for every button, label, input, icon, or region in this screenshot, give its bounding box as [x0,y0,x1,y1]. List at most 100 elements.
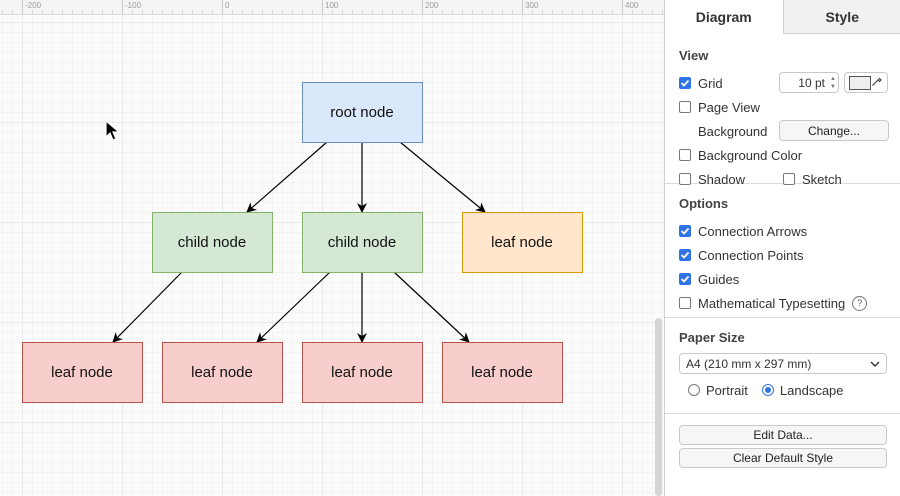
clear-default-style-button[interactable]: Clear Default Style [679,448,887,468]
background-label: Background [698,123,768,139]
node-shape[interactable] [302,212,423,273]
tab-style[interactable]: Style [782,0,900,34]
ruler-minor-tick [572,10,573,14]
ruler-minor-tick [402,10,403,14]
ruler-tick: 200 [422,0,438,14]
node-shape[interactable] [302,82,423,143]
diagram-node-leaf3[interactable]: leaf node [302,342,423,403]
node-label: leaf node [471,364,533,381]
ruler-minor-tick [352,10,353,14]
connection-arrows-label: Connection Arrows [698,223,808,239]
grid-size-spinner[interactable]: ▲▼ [830,75,836,90]
ruler-minor-tick [272,10,273,14]
diagram-node-root[interactable]: root node [302,82,423,143]
ruler-minor-tick [102,10,103,14]
chevron-down-icon [870,357,880,371]
ruler-minor-tick [452,10,453,14]
edit-data-button[interactable]: Edit Data... [679,425,887,445]
paper-size-select[interactable]: A4 (210 mm x 297 mm) [679,353,887,374]
page-view-label: Page View [698,99,760,115]
ruler-minor-tick [332,10,333,14]
ruler-minor-tick [412,10,413,14]
background-color-label: Background Color [698,147,803,163]
ruler-minor-tick [602,10,603,14]
ruler-minor-tick [32,10,33,14]
grid-checkbox[interactable] [679,77,691,89]
connection-points-checkbox[interactable] [679,249,691,261]
ruler-tick: -200 [22,0,41,14]
ruler-minor-tick [162,10,163,14]
mouse-pointer-icon [105,119,121,147]
ruler-minor-tick [62,10,63,14]
eyedropper-icon [871,75,883,90]
ruler-minor-tick [362,10,363,14]
diagram-node-leafTop[interactable]: leaf node [462,212,583,273]
portrait-radio[interactable] [688,384,700,396]
ruler-minor-tick [502,10,503,14]
grid-size-value: 10 pt [798,75,825,90]
diagram-node-child2[interactable]: child node [302,212,423,273]
ruler-minor-tick [512,10,513,14]
options-section: Options Connection Arrows Connection Poi… [665,184,900,318]
background-color-checkbox[interactable] [679,149,691,161]
options-title: Options [679,196,729,211]
change-background-button[interactable]: Change... [779,120,889,141]
landscape-radio[interactable] [761,384,774,396]
view-title: View [679,48,709,63]
page-view-checkbox[interactable] [679,101,691,113]
edge-child1-leaf1[interactable] [112,271,183,343]
ruler-minor-tick [242,10,243,14]
ruler-minor-tick [312,10,313,14]
edge-child2-leaf4[interactable] [393,271,470,343]
ruler-minor-tick [472,10,473,14]
help-icon[interactable]: ? [852,295,868,311]
node-shape[interactable] [302,342,423,403]
connection-arrows-checkbox[interactable] [679,225,691,237]
node-shape[interactable] [462,212,583,273]
sketch-checkbox[interactable] [783,173,795,185]
ruler-minor-tick [142,10,143,14]
tab-diagram[interactable]: Diagram [665,0,783,34]
paper-size-value: A4 (210 mm x 297 mm) [686,356,812,371]
diagram-node-leaf1[interactable]: leaf node [22,342,143,403]
edge-root-child1[interactable] [246,141,328,213]
edge-child2-leaf2[interactable] [256,271,331,343]
ruler-minor-tick [112,10,113,14]
grid-color-swatch [849,75,871,90]
math-typesetting-label: Mathematical Typesetting [698,295,846,311]
ruler-minor-tick [552,10,553,14]
ruler-minor-tick [152,10,153,14]
guides-checkbox[interactable] [679,273,691,285]
ruler-minor-tick [232,10,233,14]
shadow-checkbox[interactable] [679,173,691,185]
landscape-label: Landscape [779,382,844,398]
diagram-node-leaf2[interactable]: leaf node [162,342,283,403]
node-shape[interactable] [162,342,283,403]
node-shape[interactable] [152,212,273,273]
ruler-minor-tick [432,10,433,14]
ruler-minor-tick [642,10,643,14]
ruler-minor-tick [182,10,183,14]
ruler-tick: 400 [622,0,638,14]
node-shape[interactable] [442,342,563,403]
ruler-minor-tick [2,10,3,14]
diagram-node-child1[interactable]: child node [152,212,273,273]
sketch-label: Sketch [802,171,842,187]
grid-size-input[interactable]: 10 pt ▲▼ [779,72,839,93]
ruler-minor-tick [42,10,43,14]
ruler-minor-tick [372,10,373,14]
ruler-minor-tick [612,10,613,14]
diagram-node-leaf4[interactable]: leaf node [442,342,563,403]
ruler-minor-tick [52,10,53,14]
math-typesetting-checkbox[interactable] [679,297,691,309]
node-shape[interactable] [22,342,143,403]
vertical-scrollbar[interactable] [655,318,662,496]
ruler-minor-tick [342,10,343,14]
ruler-minor-tick [592,10,593,14]
ruler-tick: 0 [222,0,229,14]
ruler-minor-tick [12,10,13,14]
ruler-minor-tick [302,10,303,14]
edge-root-leafTop[interactable] [399,141,486,213]
grid-color-picker[interactable] [844,72,888,93]
